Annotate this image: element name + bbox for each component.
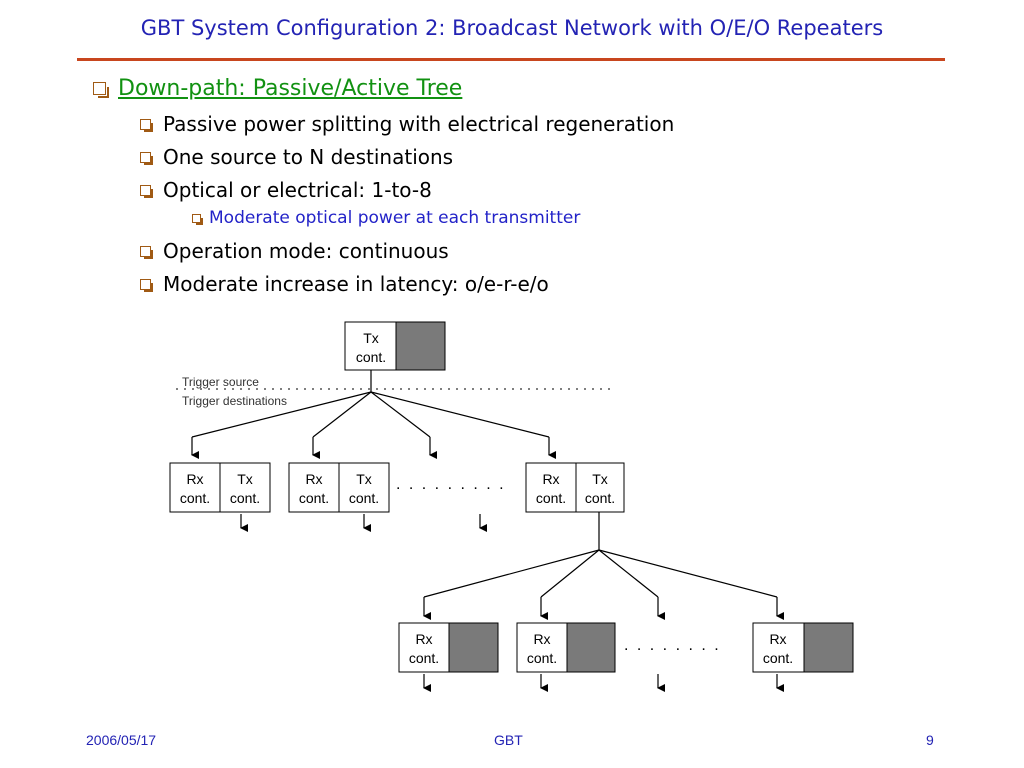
bullet-text: Operation mode: continuous xyxy=(163,239,449,263)
footer-center: GBT xyxy=(494,732,523,748)
bullet-item: Operation mode: continuous xyxy=(140,239,449,263)
bullet-text: One source to N destinations xyxy=(163,145,454,169)
bullet-text: Optical or electrical: 1-to-8 xyxy=(163,178,432,202)
checkbox-bullet-icon xyxy=(140,151,153,165)
middle-output-arrows xyxy=(240,514,487,532)
bottom-ellipsis: . . . . . . . . xyxy=(624,637,721,654)
trigger-destinations-label: Trigger destinations xyxy=(182,394,287,408)
slide-title: GBT System Configuration 2: Broadcast Ne… xyxy=(140,16,884,40)
trigger-source-label: Trigger source xyxy=(182,375,259,389)
bullet-item: Optical or electrical: 1-to-8 xyxy=(140,178,432,202)
checkbox-bullet-icon xyxy=(93,82,109,98)
bullet-item: One source to N destinations xyxy=(140,145,453,169)
top-fanout-lines xyxy=(191,370,556,459)
bullet-text: Moderate optical power at each transmitt… xyxy=(209,208,581,228)
bullet-level1: Down-path: Passive/Active Tree xyxy=(93,76,462,101)
bullet-text: Passive power splitting with electrical … xyxy=(163,112,675,136)
bullet-item: Passive power splitting with electrical … xyxy=(140,112,674,136)
checkbox-bullet-icon xyxy=(140,118,153,132)
checkbox-bullet-icon xyxy=(140,245,153,259)
bullet-subitem: Moderate optical power at each transmitt… xyxy=(192,208,580,228)
bottom-output-arrows xyxy=(423,674,784,692)
title-divider xyxy=(77,58,945,61)
bullet-text: Down-path: Passive/Active Tree xyxy=(118,76,463,101)
checkbox-bullet-icon xyxy=(192,213,203,225)
bullet-item: Moderate increase in latency: o/e-r-e/o xyxy=(140,272,549,296)
second-fanout-lines xyxy=(423,512,784,620)
bullet-text: Moderate increase in latency: o/e-r-e/o xyxy=(163,272,549,296)
checkbox-bullet-icon xyxy=(140,278,153,292)
footer-date: 2006/05/17 xyxy=(86,732,157,748)
checkbox-bullet-icon xyxy=(140,184,153,198)
footer-page-number: 9 xyxy=(926,732,934,748)
middle-ellipsis: . . . . . . . . . xyxy=(396,476,506,493)
